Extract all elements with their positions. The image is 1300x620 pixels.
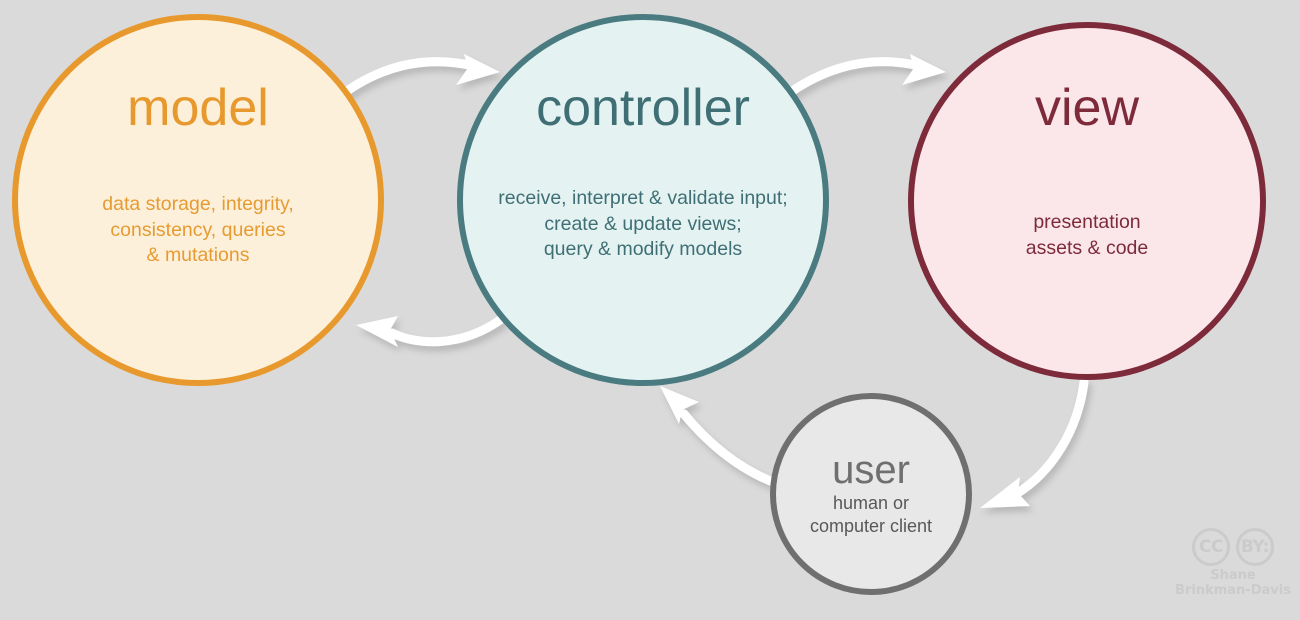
cc-badge-row: CC BY: [1192,528,1274,566]
license-credit: CC BY: Shane Brinkman-Davis [1174,528,1292,599]
node-model-title: model [127,79,269,137]
node-controller[interactable]: controller receive, interpret & validate… [457,14,829,386]
arrow-controller-to-view [780,54,946,101]
author-name: Shane Brinkman-Davis [1175,568,1291,598]
attribution-icon: BY: [1236,528,1274,566]
node-view[interactable]: view presentation assets & code [908,22,1266,380]
arrow-model-to-controller [335,54,500,101]
node-view-description: presentation assets & code [1025,211,1149,259]
node-model[interactable]: model data storage, integrity, consisten… [12,14,384,386]
creative-commons-icon: CC [1192,528,1230,566]
node-controller-title: controller [536,79,750,137]
node-view-title: view [1034,79,1140,137]
arrow-controller-to-model [356,315,505,347]
node-controller-description: receive, interpret & validate input; cre… [498,187,788,261]
node-user-title: user [832,447,910,492]
arrow-view-to-user [980,377,1089,508]
arrow-user-to-controller [660,386,795,493]
node-user-description: human or computer client [809,492,933,536]
node-user[interactable]: user human or computer client [770,393,972,595]
node-model-description: data storage, integrity, consistency, qu… [102,193,294,267]
